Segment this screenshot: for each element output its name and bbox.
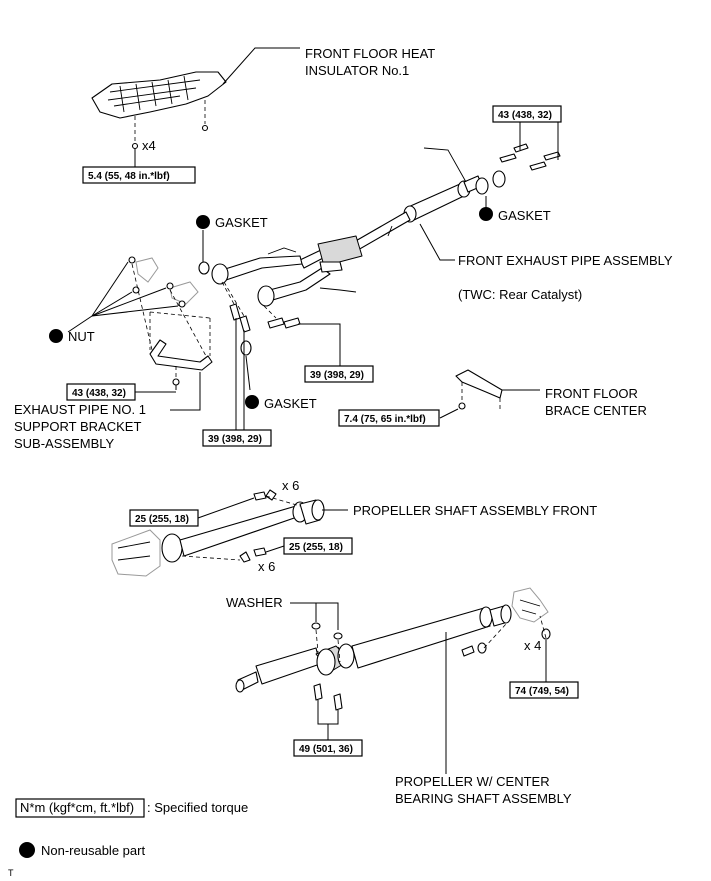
torque-pipe-right: 39 (398, 29): [310, 370, 364, 381]
torque-box-center-bearing: [293, 739, 363, 757]
torque-prop-front-bottom: 25 (255, 18): [289, 542, 343, 553]
propeller-front-qty-bottom: x 6: [258, 559, 275, 574]
brace-center-label-1: FRONT FLOOR: [545, 386, 638, 401]
legend-torque-box: [15, 798, 145, 818]
legend-nonreusable-icon: [19, 842, 35, 858]
rear-flange-qty: x 4: [524, 638, 541, 653]
torque-box-pipe-right: [304, 365, 374, 383]
front-exhaust-pipe: [211, 147, 483, 307]
torque-box-prop-front-bottom: [283, 537, 353, 555]
torque-box-pipe-bottom: [202, 429, 272, 447]
heat-insulator-leader: [222, 47, 300, 85]
torque-box-brace: [338, 409, 440, 427]
torque-heat-insulator: 5.4 (55, 48 in.*lbf): [88, 171, 170, 182]
legend-nonreusable-label: Non-reusable part: [41, 843, 145, 858]
torque-bracket: 43 (438, 32): [72, 388, 126, 399]
rear-gasket-label: GASKET: [498, 208, 551, 223]
footer-mark: T: [8, 868, 14, 878]
rear-flange-hardware: [475, 143, 561, 195]
gasket-top: [198, 261, 210, 275]
heat-insulator-label-2: INSULATOR No.1: [305, 63, 409, 78]
heat-insulator-qty: x4: [142, 138, 156, 153]
support-bracket-label-3: SUB-ASSEMBLY: [14, 436, 115, 451]
washer-label: WASHER: [226, 595, 283, 610]
nut-label: NUT: [68, 329, 95, 344]
nonreusable-mark-rear-gasket: [479, 207, 493, 221]
torque-box-heat-insulator: [82, 166, 196, 184]
brace-center-label-2: BRACE CENTER: [545, 403, 647, 418]
torque-brace: 7.4 (75, 65 in.*lbf): [344, 414, 426, 425]
support-bracket-label-1: EXHAUST PIPE NO. 1: [14, 402, 146, 417]
torque-box-front-flange: [492, 105, 562, 123]
twc-note: (TWC: Rear Catalyst): [458, 287, 582, 302]
washer-leader: [290, 602, 339, 630]
gasket-bottom-label: GASKET: [264, 396, 317, 411]
propeller-front-qty-top: x 6: [282, 478, 299, 493]
torque-rear-flange: 74 (749, 54): [515, 686, 569, 697]
propeller-shaft-front: [111, 489, 325, 577]
support-bracket: [128, 256, 213, 371]
propeller-center-label-1: PROPELLER W/ CENTER: [395, 774, 550, 789]
torque-center-bearing: 49 (501, 36): [299, 744, 353, 755]
torque-box-rear-flange: [509, 681, 579, 699]
heat-insulator-label-1: FRONT FLOOR HEAT: [305, 46, 435, 61]
legend-torque-units: N*m (kgf*cm, ft.*lbf): [20, 800, 134, 815]
torque-front-flange: 43 (438, 32): [498, 110, 552, 121]
brace-center: [455, 369, 503, 410]
gasket-top-label: GASKET: [215, 215, 268, 230]
legend-torque-desc: : Specified torque: [147, 800, 248, 815]
torque-prop-front-top: 25 (255, 18): [135, 514, 189, 525]
propeller-front-label: PROPELLER SHAFT ASSEMBLY FRONT: [353, 503, 597, 518]
nonreusable-mark-nut: [49, 329, 63, 343]
torque-pipe-bottom: 39 (398, 29): [208, 434, 262, 445]
nonreusable-mark-gasket-top: [196, 215, 210, 229]
torque-box-prop-front-top: [129, 509, 199, 527]
support-bracket-label-2: SUPPORT BRACKET: [14, 419, 141, 434]
front-exhaust-leader: [419, 223, 455, 261]
nonreusable-mark-gasket-bottom: [245, 395, 259, 409]
heat-insulator: [91, 71, 227, 150]
propeller-center-bearing-shaft: [235, 587, 551, 711]
propeller-center-label-2: BEARING SHAFT ASSEMBLY: [395, 791, 572, 806]
front-exhaust-label: FRONT EXHAUST PIPE ASSEMBLY: [458, 253, 673, 268]
